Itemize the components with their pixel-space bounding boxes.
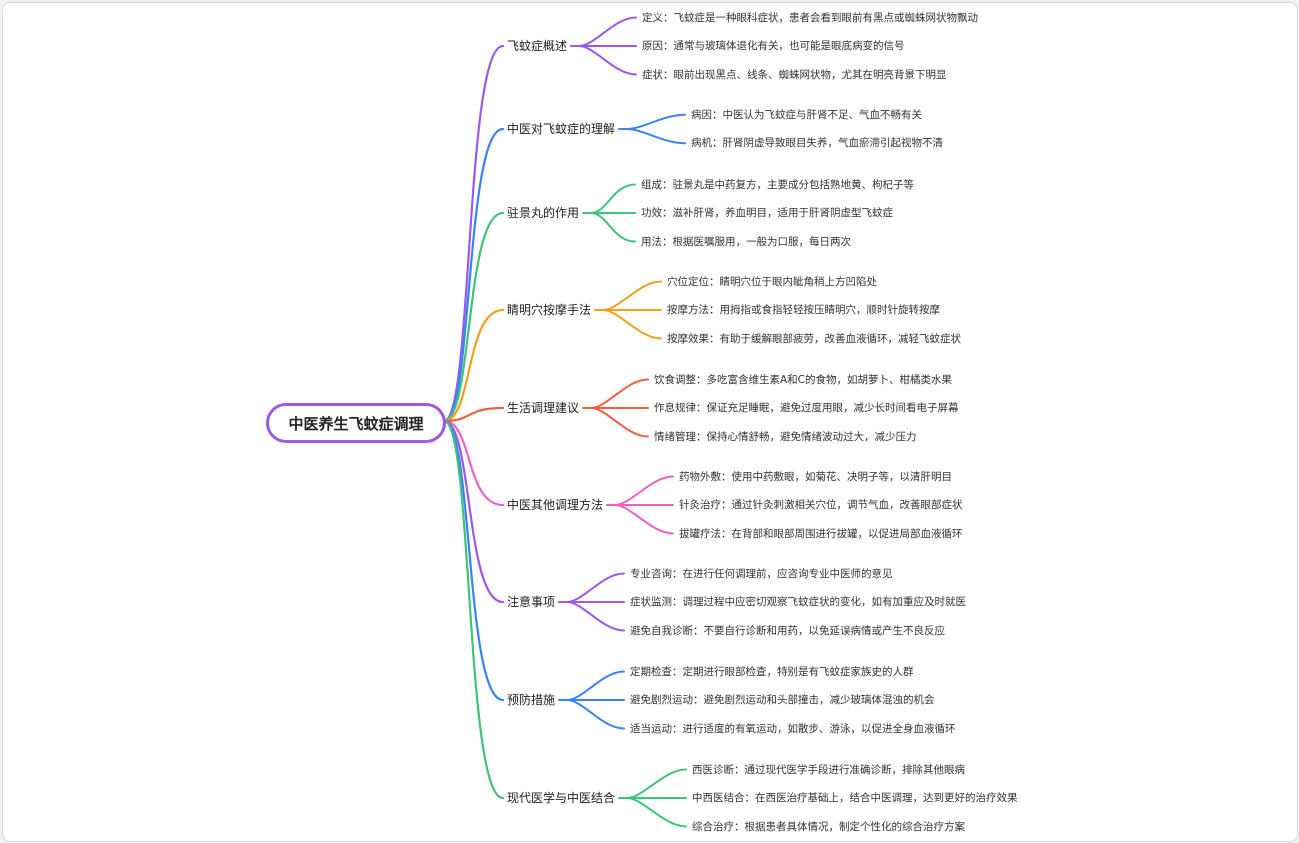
branch-leaf-connector: [590, 407, 649, 438]
root-node[interactable]: 中医养生飞蚊症调理: [266, 403, 446, 443]
branch-leaf-connector: [626, 768, 687, 799]
leaf-node[interactable]: 针灸治疗：通过针灸刺激相关穴位，调节气血，改善眼部症状: [679, 499, 963, 511]
leaf-node[interactable]: 拔罐疗法：在背部和眼部周围进行拔罐，以促进局部血液循环: [679, 527, 963, 540]
root-label: 中医养生飞蚊症调理: [288, 414, 424, 433]
branch-leaf-connector: [590, 212, 636, 243]
branch-leaf-connector: [614, 475, 674, 506]
root-branch-connector: [442, 127, 505, 423]
branch-node-integrated-medicine[interactable]: 现代医学与中医结合: [507, 791, 616, 805]
branch-node-tcm-understanding[interactable]: 中医对飞蚊症的理解: [507, 122, 616, 136]
leaf-node[interactable]: 病机：肝肾阴虚导致眼目失养，气血瘀滞引起视物不清: [691, 137, 943, 150]
leaf-node[interactable]: 药物外敷：使用中药敷眼，如菊花、决明子等，以清肝明目: [679, 470, 952, 483]
connector-lines: [442, 16, 687, 828]
branch-leaf-connector: [602, 280, 662, 311]
leaf-node[interactable]: 饮食调整：多吃富含维生素A和C的食物，如胡萝卜、柑橘类水果: [654, 373, 953, 386]
branch-leaf-connector: [578, 16, 637, 47]
leaf-node[interactable]: 作息规律：保证充足睡眠，避免过度用眼，减少长时间看电子屏幕: [654, 402, 959, 414]
branch-node-acupoint-massage[interactable]: 睛明穴按摩手法: [507, 303, 592, 317]
leaf-node[interactable]: 功效：滋补肝肾，养血明目，适用于肝肾阴虚型飞蚊症: [641, 207, 893, 219]
leaf-node[interactable]: 适当运动：进行适度的有氧运动，如散步、游泳，以促进全身血液循环: [630, 722, 956, 735]
root-branch-connector: [442, 419, 505, 604]
leaf-node[interactable]: 专业咨询：在进行任何调理前，应咨询专业中医师的意见: [630, 567, 893, 580]
leaf-node[interactable]: 症状：眼前出现黑点、线条、蜘蛛网状物，尤其在明亮背景下明显: [642, 68, 947, 81]
branch-leaf-connector: [566, 572, 625, 603]
root-branch-connector: [442, 406, 505, 423]
root-branch-connector: [442, 419, 505, 507]
branch-leaf-connector: [626, 797, 687, 828]
branch-node-precautions[interactable]: 注意事项: [507, 595, 556, 609]
leaf-node[interactable]: 穴位定位：睛明穴位于眼内眦角稍上方凹陷处: [667, 275, 877, 288]
leaf-node[interactable]: 综合治疗：根据患者具体情况，制定个性化的综合治疗方案: [692, 820, 965, 833]
branch-node-lifestyle[interactable]: 生活调理建议: [507, 401, 580, 415]
leaf-node[interactable]: 病因：中医认为飞蚊症与肝肾不足、气血不畅有关: [691, 108, 922, 121]
root-branch-connector: [442, 308, 505, 423]
leaf-node[interactable]: 定义：飞蚊症是一种眼科症状，患者会看到眼前有黑点或蜘蛛网状物飘动: [642, 11, 978, 24]
branch-node-zhujing-pill[interactable]: 驻景丸的作用: [507, 206, 580, 220]
root-branch-connector: [442, 419, 505, 702]
branch-leaf-connector: [566, 601, 625, 632]
leaf-node[interactable]: 原因：通常与玻璃体退化有关，也可能是眼底病变的信号: [642, 40, 905, 52]
leaf-node[interactable]: 西医诊断：通过现代医学手段进行准确诊断，排除其他眼病: [692, 763, 965, 776]
branch-node-other-methods[interactable]: 中医其他调理方法: [507, 498, 604, 512]
root-branch-connector: [442, 419, 505, 800]
leaf-node[interactable]: 避免剧烈运动：避免剧烈运动和头部撞击，减少玻璃体混浊的机会: [630, 694, 935, 706]
root-branch-connector: [442, 44, 505, 423]
leaf-node[interactable]: 中西医结合：在西医治疗基础上，结合中医调理，达到更好的治疗效果: [692, 792, 1018, 804]
leaf-node[interactable]: 按摩方法：用拇指或食指轻轻按压睛明穴，顺时针旋转按摩: [667, 304, 940, 316]
leaf-node[interactable]: 情绪管理：保持心情舒畅，避免情绪波动过大，减少压力: [654, 430, 917, 443]
branch-leaf-connector: [590, 183, 636, 214]
leaf-node[interactable]: 定期检查：定期进行眼部检查，特别是有飞蚊症家族史的人群: [630, 665, 914, 678]
leaf-node[interactable]: 组成：驻景丸是中药复方，主要成分包括熟地黄、枸杞子等: [641, 178, 914, 191]
branch-leaf-connector: [614, 504, 674, 535]
branch-leaf-connector: [602, 309, 662, 340]
root-branch-connector: [442, 211, 505, 423]
leaf-node[interactable]: 按摩效果：有助于缓解眼部疲劳，改善血液循环，减轻飞蚊症状: [667, 332, 961, 345]
leaf-node[interactable]: 用法：根据医嘱服用，一般为口服，每日两次: [641, 235, 851, 248]
branch-leaf-connector: [566, 670, 625, 701]
branch-leaf-connector: [566, 699, 625, 730]
branch-node-prevention[interactable]: 预防措施: [507, 693, 556, 707]
branch-leaf-connector: [578, 45, 637, 76]
branch-leaf-connector: [626, 128, 686, 145]
leaf-node[interactable]: 症状监测：调理过程中应密切观察飞蚊症状的变化，如有加重应及时就医: [630, 596, 966, 608]
leaf-node[interactable]: 避免自我诊断：不要自行诊断和用药，以免延误病情或产生不良反应: [630, 624, 945, 637]
branch-leaf-connector: [590, 378, 649, 409]
connector-hidden: [444, 105, 479, 421]
branch-node-overview[interactable]: 飞蚊症概述: [507, 39, 568, 53]
branch-leaf-connector: [626, 113, 686, 130]
